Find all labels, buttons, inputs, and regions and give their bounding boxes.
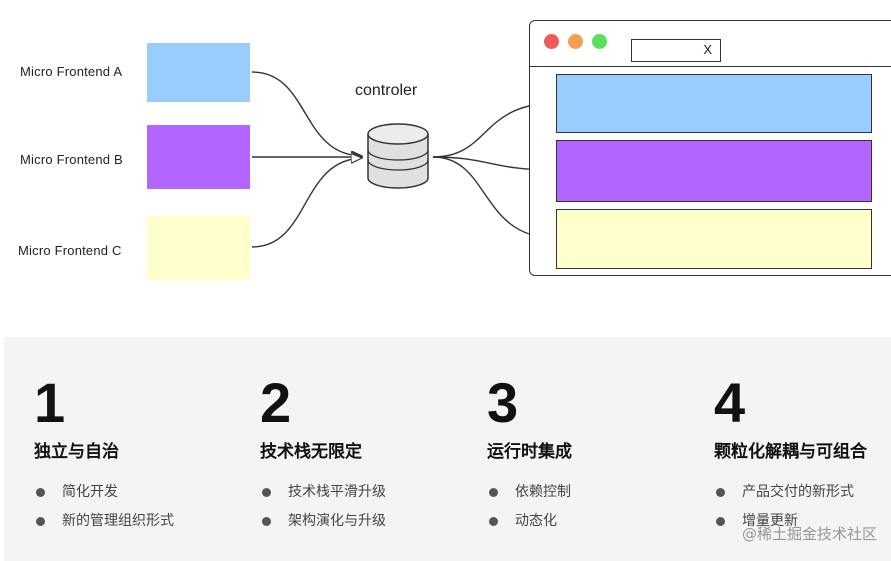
database-icon [367,123,429,189]
bullet-icon [36,488,45,497]
frontend-c-label: Micro Frontend C [18,243,122,258]
feature-point: 简化开发 [34,482,174,511]
connector-lines [251,71,891,248]
frontend-c-box [147,216,250,280]
tab-close-icon[interactable]: X [703,42,712,57]
feature-point: 增量更新 [714,511,867,540]
feature-1: 1 独立与自治 简化开发 新的管理组织形式 [34,375,174,540]
feature-title: 颗粒化解耦与可组合 [714,442,867,462]
feature-point: 产品交付的新形式 [714,482,867,511]
feature-3: 3 运行时集成 依赖控制 动态化 [487,375,572,540]
feature-4: 4 颗粒化解耦与可组合 产品交付的新形式 增量更新 [714,375,867,540]
feature-2: 2 技术栈无限定 技术栈平滑升级 架构演化与升级 [260,375,386,540]
bullet-icon [716,517,725,526]
bullet-icon [36,517,45,526]
connector-c [251,158,362,248]
content-slot-1 [556,74,872,133]
window-minimize-dot[interactable] [568,34,583,49]
window-close-dot[interactable] [544,34,559,49]
bullet-icon [489,488,498,497]
bullet-icon [262,517,271,526]
feature-point: 技术栈平滑升级 [260,482,386,511]
feature-title: 技术栈无限定 [260,442,362,462]
feature-title: 运行时集成 [487,442,572,462]
browser-tab[interactable]: X [631,39,721,62]
watermark: @稀土掘金技术社区 [741,525,877,543]
browser-window: X [529,20,891,276]
feature-title: 独立与自治 [34,442,119,462]
frontend-b-box [147,125,250,189]
features-panel: 1 独立与自治 简化开发 新的管理组织形式 2 技术栈无限定 技术栈平滑升级 架… [4,337,891,561]
frontend-a-label: Micro Frontend A [20,64,123,79]
connector-a [251,71,362,156]
content-slot-3 [556,209,872,269]
feature-point: 新的管理组织形式 [34,511,174,540]
window-maximize-dot[interactable] [592,34,607,49]
feature-point: 架构演化与升级 [260,511,386,540]
frontend-a-box [147,43,250,102]
bullet-icon [262,488,271,497]
feature-number: 3 [487,371,519,434]
bullet-icon [716,488,725,497]
feature-point: 动态化 [487,511,572,540]
feature-number: 2 [260,371,292,434]
architecture-diagram: Micro Frontend A Micro Frontend B Micro … [18,20,891,280]
feature-point: 依赖控制 [487,482,572,511]
frontend-b-label: Micro Frontend B [20,152,123,167]
bullet-icon [489,517,498,526]
feature-number: 1 [34,371,66,434]
feature-number: 4 [714,371,746,434]
toolbar-divider [530,66,891,67]
controller-label: controler [355,82,418,99]
content-slot-2 [556,140,872,202]
